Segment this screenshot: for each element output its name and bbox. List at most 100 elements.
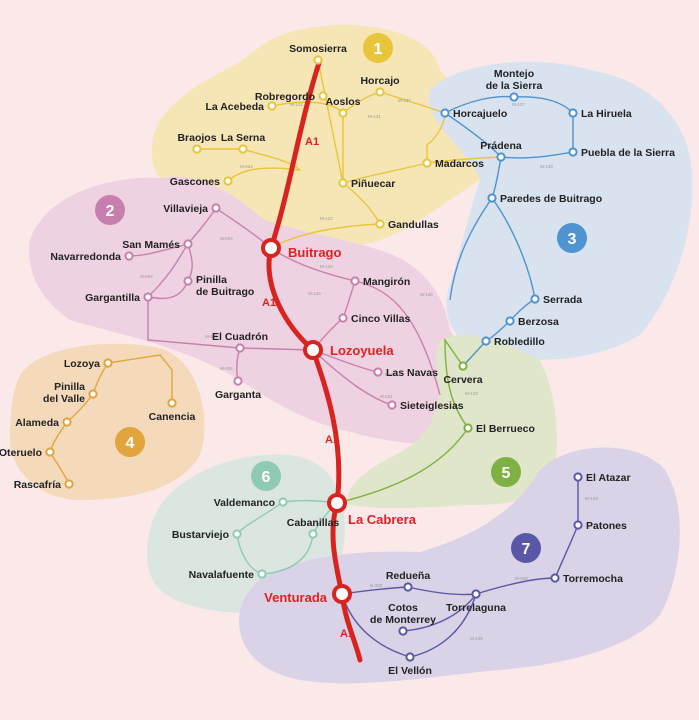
stop-marker-la-hiruela[interactable] [568,108,578,118]
stop-marker-horcajuelo[interactable] [440,108,450,118]
zone-6-route-4 [261,533,314,575]
hub-marker-venturada[interactable] [332,584,352,604]
stop-label-garganta: Garganta [215,389,261,401]
hub-marker-buitrago[interactable] [261,238,281,258]
stop-marker-el-vellon[interactable] [405,652,415,662]
stop-marker-puebla-de-la-sierra[interactable] [568,147,578,157]
stop-marker-cabanillas[interactable] [308,529,318,539]
stop-marker-patones[interactable] [573,520,583,530]
stop-label-torremocha: Torremocha [563,573,623,585]
stop-marker-aoslos[interactable] [338,108,348,118]
stop-marker-lozoya[interactable] [103,358,113,368]
stop-marker-mangiron[interactable] [350,276,360,286]
zone-7-badge-number: 7 [522,541,531,558]
stop-label-robledillo: Robledillo [494,336,545,348]
road-number-label: M-131 [368,114,381,119]
stop-label-oteruelo: Oteruelo [0,447,42,459]
stop-marker-gandullas[interactable] [375,219,385,229]
zone-3-route-8 [491,197,536,300]
stop-marker-robregordo[interactable] [318,91,328,101]
zone-5-route-2 [444,337,469,429]
stop-marker-cinco-villas[interactable] [338,313,348,323]
stop-label-el-vellon: El Vellón [388,665,432,677]
stop-marker-robledillo[interactable] [481,336,491,346]
stop-marker-rascafria[interactable] [64,479,74,489]
stop-marker-torremocha[interactable] [550,573,560,583]
stop-marker-gargantilla[interactable] [143,292,153,302]
zone-1-route-3 [271,101,344,114]
stop-marker-el-berrueco[interactable] [463,423,473,433]
stop-label-paredes-de-buitrago: Paredes de Buitrago [500,193,602,205]
stop-label-gandullas: Gandullas [388,219,439,231]
stop-marker-la-acebeda[interactable] [267,101,277,111]
zone-4-badge-number: 4 [126,435,135,452]
a1-label: A1 [305,136,319,148]
stop-marker-horcajo[interactable] [375,87,385,97]
stop-marker-somosierra[interactable] [313,55,323,65]
stop-marker-paredes-de-buitrago[interactable] [487,193,497,203]
stop-marker-garganta[interactable] [233,376,243,386]
stop-label-mangiron: Mangirón [363,276,410,288]
stop-marker-pinilla-del-valle[interactable] [88,389,98,399]
stop-marker-pinilla-de-buitrago[interactable] [183,276,193,286]
stop-label-rascafria: Rascafría [14,479,61,491]
stop-marker-braojos[interactable] [192,144,202,154]
stop-marker-madarcos[interactable] [422,158,432,168]
zone-2-route-8 [239,347,314,351]
stop-marker-alameda[interactable] [62,417,72,427]
stop-marker-san-mames[interactable] [183,239,193,249]
stop-label-gargantilla: Gargantilla [85,292,140,304]
hub-marker-la-cabrera[interactable] [327,493,347,513]
stop-label-villavieja: Villavieja [163,203,208,215]
stop-marker-el-cuadron[interactable] [235,343,245,353]
stop-label-las-navas: Las Navas [386,367,438,379]
stop-marker-cervera[interactable] [458,361,468,371]
road-number-label: M-608 [515,576,528,581]
stop-label-pinuecar: Piñuecar [351,178,395,190]
stop-label-madarcos: Madarcos [435,158,484,170]
stop-marker-berzosa[interactable] [505,316,515,326]
stop-marker-serrada[interactable] [530,294,540,304]
stop-marker-valdemanco[interactable] [278,497,288,507]
a1-label: A1 [325,434,339,446]
stop-marker-oteruelo[interactable] [45,447,55,457]
zone-7-route-3 [475,577,556,595]
stop-marker-torrelaguna[interactable] [471,589,481,599]
zone-1-badge [363,33,393,63]
road-number-label: M-122 [320,216,333,221]
hub-label-la-cabrera: La Cabrera [348,512,417,527]
hub-marker-lozoyuela[interactable] [303,340,323,360]
stop-label-la-serna: La Serna [221,132,266,144]
road-number-label: M-129 [465,391,478,396]
stop-marker-sieteiglesias[interactable] [387,400,397,410]
a1-label: A1 [340,628,354,640]
zone-1-route-6 [342,162,428,184]
stop-marker-el-atazar[interactable] [573,472,583,482]
stop-label-valdemanco: Valdemanco [214,497,275,509]
zone-3-route-11 [462,340,487,367]
stop-marker-bustarviejo[interactable] [232,529,242,539]
zone-3-badge [557,223,587,253]
zone-2-area [29,176,466,444]
stop-marker-cotos-de-monterrey[interactable] [398,626,408,636]
stop-marker-navarredonda[interactable] [124,251,134,261]
stop-label-robregordo: Robregordo [255,91,315,103]
stop-label-horcajo: Horcajo [360,75,399,87]
stop-marker-la-serna[interactable] [238,144,248,154]
stop-marker-montejo-de-la-sierra[interactable] [509,92,519,102]
stop-marker-villavieja[interactable] [211,203,221,213]
stop-marker-canencia[interactable] [167,398,177,408]
stop-marker-gascones[interactable] [223,176,233,186]
stop-marker-las-navas[interactable] [373,367,383,377]
road-number-label: M-631 [385,372,398,377]
stop-marker-reduena[interactable] [403,582,413,592]
stop-marker-pradena[interactable] [496,152,506,162]
stop-marker-pinuecar[interactable] [338,178,348,188]
zone-4-badge [115,427,145,457]
stop-marker-navalafuente[interactable] [257,569,267,579]
stop-label-la-hiruela: La Hiruela [581,108,632,120]
stop-label-navalafuente: Navalafuente [189,569,255,581]
stop-label-sieteiglesias: Sieteiglesias [400,400,464,412]
stop-label-aoslos: Aoslos [325,96,360,108]
